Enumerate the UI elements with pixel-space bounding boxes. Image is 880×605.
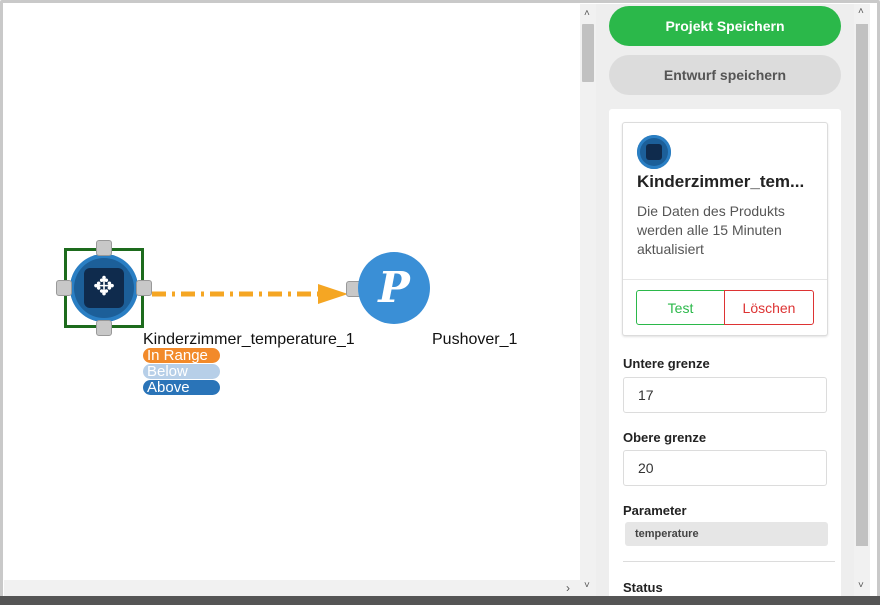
sensor-product-icon-inner bbox=[646, 144, 662, 160]
pushover-node[interactable]: P bbox=[358, 252, 430, 324]
card-divider bbox=[623, 279, 827, 280]
connection-arrow[interactable] bbox=[148, 284, 368, 308]
panel-divider bbox=[623, 561, 835, 562]
node-handle-bottom[interactable] bbox=[96, 320, 112, 336]
save-draft-button[interactable]: Entwurf speichern bbox=[609, 55, 841, 95]
canvas-vertical-scrollbar[interactable]: ˄ ˅ bbox=[580, 4, 596, 596]
chevron-up-icon[interactable]: ˄ bbox=[858, 6, 864, 17]
properties-sidebar: Projekt Speichern Entwurf speichern Kind… bbox=[596, 4, 854, 596]
lower-limit-label: Untere grenze bbox=[623, 356, 710, 371]
node-handle-left[interactable] bbox=[56, 280, 72, 296]
test-button[interactable]: Test bbox=[636, 290, 725, 325]
product-title: Kinderzimmer_tem... bbox=[637, 172, 805, 191]
sidebar-vertical-scrollbar[interactable]: ˄ ˅ bbox=[854, 4, 870, 596]
parameter-value[interactable]: temperature bbox=[625, 522, 828, 546]
move-arrows-icon[interactable]: ✥ bbox=[93, 271, 115, 301]
sensor-node-inner bbox=[84, 268, 124, 308]
chevron-down-icon[interactable]: ˅ bbox=[858, 580, 864, 591]
pushover-node-label: Pushover_1 bbox=[432, 331, 518, 348]
node-handle-right[interactable] bbox=[136, 280, 152, 296]
chevron-down-icon[interactable]: ˅ bbox=[584, 580, 590, 591]
sidebar-scroll-thumb[interactable] bbox=[856, 24, 868, 546]
node-handle-top[interactable] bbox=[96, 240, 112, 256]
state-in-range[interactable]: In Range bbox=[143, 348, 220, 363]
bottom-bar bbox=[0, 596, 880, 605]
upper-limit-label: Obere grenze bbox=[623, 430, 707, 445]
delete-button[interactable]: Löschen bbox=[724, 290, 814, 325]
chevron-right-icon[interactable]: › bbox=[566, 581, 570, 595]
temperature-sensor-node[interactable]: ✥ bbox=[56, 240, 152, 336]
sensor-product-icon bbox=[637, 135, 671, 169]
upper-limit-input[interactable] bbox=[623, 450, 827, 486]
state-below[interactable]: Below bbox=[143, 364, 220, 379]
pushover-logo-icon: P bbox=[378, 263, 410, 312]
chevron-up-icon[interactable]: ˄ bbox=[584, 8, 590, 19]
canvas-scroll-thumb[interactable] bbox=[582, 24, 594, 82]
parameter-label: Parameter bbox=[623, 503, 687, 518]
lower-limit-input[interactable] bbox=[623, 377, 827, 413]
status-label: Status bbox=[623, 580, 663, 595]
sensor-node-label: Kinderzimmer_temperature_1 bbox=[143, 331, 355, 348]
node-settings-panel: Kinderzimmer_tem... Die Daten des Produk… bbox=[609, 109, 841, 596]
product-card: Kinderzimmer_tem... Die Daten des Produk… bbox=[622, 122, 828, 336]
save-project-button[interactable]: Projekt Speichern bbox=[609, 6, 841, 46]
state-above[interactable]: Above bbox=[143, 380, 220, 395]
canvas-horizontal-scrollbar[interactable]: › bbox=[4, 580, 580, 596]
product-description: Die Daten des Produkts werden alle 15 Mi… bbox=[637, 203, 785, 257]
